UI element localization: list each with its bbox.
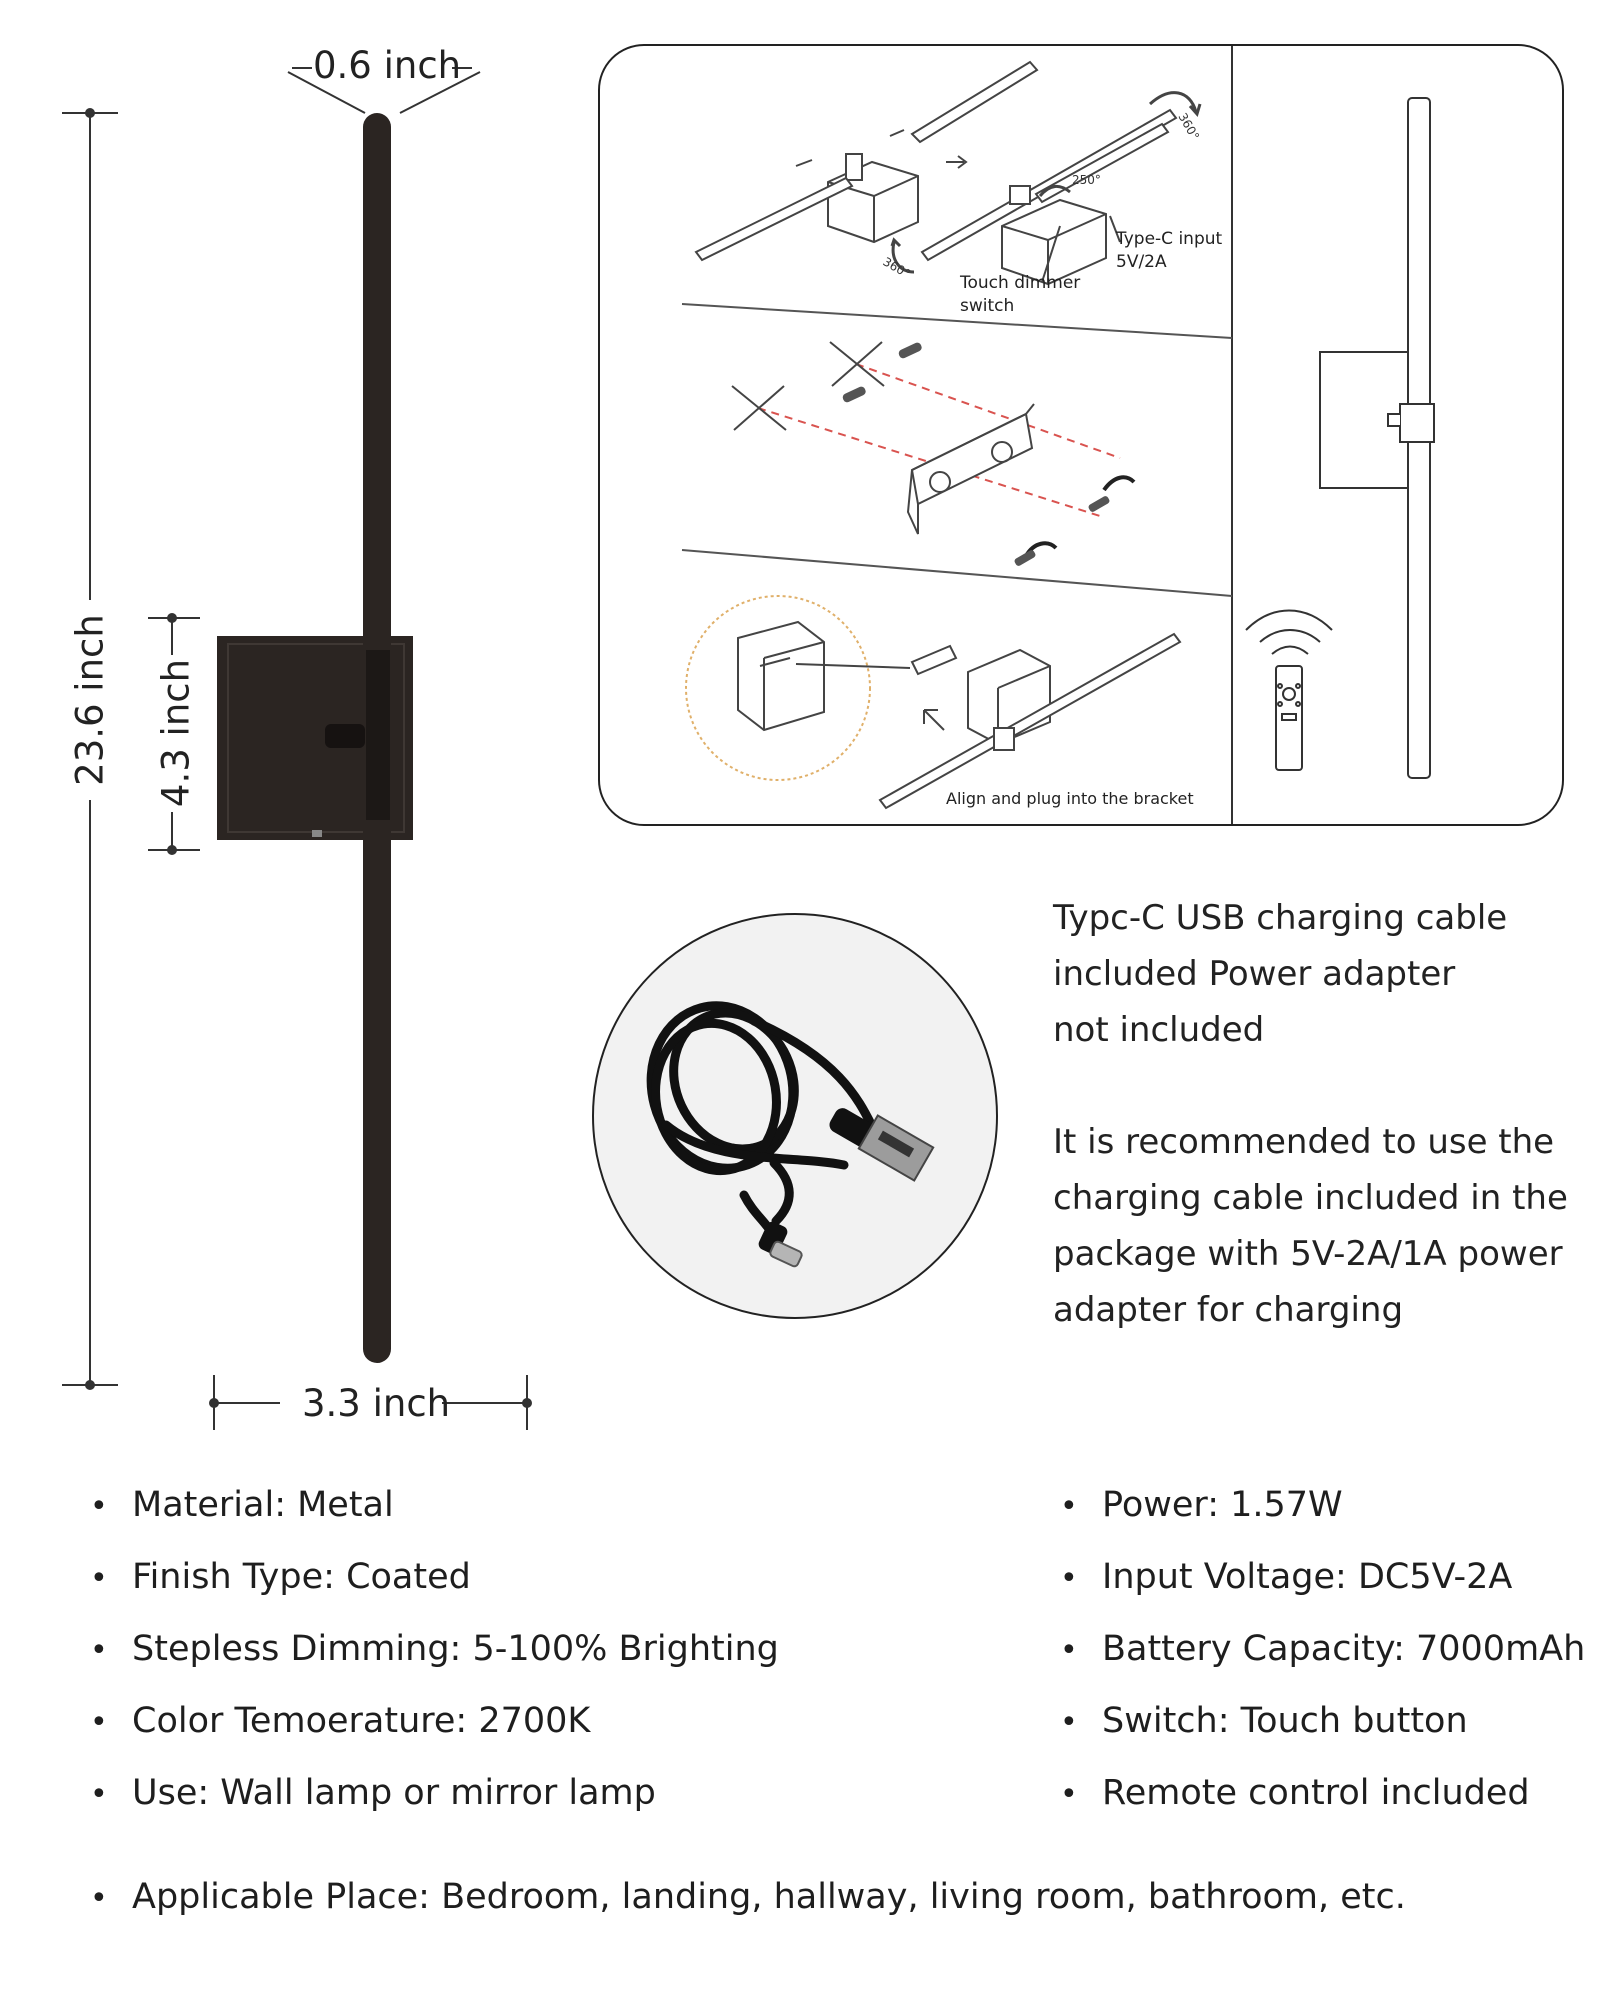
specs-right-list: •Power: 1.57W •Input Voltage: DC5V-2A •B… [1060, 1483, 1585, 1815]
spec-item: •Color Temoerature: 2700K [90, 1701, 591, 1741]
spec-item: •Input Voltage: DC5V-2A [1060, 1557, 1513, 1597]
cable-info-line-1: Typc-C USB charging cable [1053, 898, 1508, 938]
base-height-dimension-line [148, 613, 200, 855]
specs-left-list: •Material: Metal •Finish Type: Coated •S… [90, 1483, 779, 1815]
installation-diagram: 360° 360° 250° [681, 46, 1435, 824]
usb-cable-photo [592, 913, 998, 1319]
lamp-side-view [1319, 97, 1435, 779]
touch-dimmer-text: Touch dimmer [960, 273, 1081, 293]
base-width-dimension-line [209, 1375, 532, 1430]
angle-250: 250° [1072, 173, 1101, 187]
recommendation-line-4: adapter for charging [1053, 1290, 1404, 1330]
spec-item: •Stepless Dimming: 5-100% Brighting [90, 1629, 779, 1669]
spec-item: •Remote control included [1060, 1773, 1530, 1813]
type-c-input-label: Type-C input 5V/2A [1116, 228, 1222, 274]
spec-item: •Material: Metal [90, 1485, 394, 1525]
angle-360-bottom: 360° [881, 254, 913, 281]
total-height-dimension-line [62, 108, 118, 1390]
align-plug-drawing [685, 595, 1182, 810]
recommendation-line-3: package with 5V-2A/1A power [1053, 1234, 1563, 1274]
top-width-dimension-line [287, 67, 481, 114]
base-height-label: 4.3 inch [154, 658, 198, 808]
usb-c-connector [758, 1221, 803, 1268]
recommendation-line-1: It is recommended to use the [1053, 1122, 1555, 1162]
top-width-label: 0.6 inch [313, 44, 462, 87]
type-c-input-text: Type-C input [1116, 229, 1223, 249]
cable-info-line-2: included Power adapter [1053, 954, 1456, 994]
touch-switch-text: switch [960, 296, 1015, 316]
spec-item: •Finish Type: Coated [90, 1557, 471, 1597]
bracket-mount-drawing [731, 341, 1136, 566]
assembly-step-drawing [694, 60, 1202, 286]
total-height-label: 23.6 inch [68, 614, 112, 786]
spec-item: •Use: Wall lamp or mirror lamp [90, 1773, 656, 1813]
base-width-label: 3.3 inch [302, 1382, 451, 1425]
usb-a-connector [829, 1108, 935, 1182]
spec-item: •Power: 1.57W [1060, 1485, 1343, 1525]
applicable-place-spec: •Applicable Place: Bedroom, landing, hal… [90, 1877, 1406, 1917]
cable-info-line-3: not included [1053, 1010, 1265, 1050]
type-c-rating-text: 5V/2A [1116, 252, 1167, 272]
remote-control-drawing [1245, 609, 1333, 771]
installation-diagram-panel: 360° 360° 250° [598, 44, 1564, 826]
cable-info-text: Typc-C USB charging cable included Power… [1053, 890, 1593, 1338]
spec-item: •Battery Capacity: 7000mAh [1060, 1629, 1586, 1669]
spec-item: •Switch: Touch button [1060, 1701, 1468, 1741]
lamp-dimension-drawing [62, 67, 532, 1430]
align-plug-label: Align and plug into the bracket [946, 789, 1194, 808]
wall-lamp [217, 113, 413, 1363]
recommendation-line-2: charging cable included in the [1053, 1178, 1568, 1218]
usb-cable-drawing [646, 1001, 935, 1268]
touch-dimmer-label: Touch dimmer switch [960, 272, 1080, 318]
